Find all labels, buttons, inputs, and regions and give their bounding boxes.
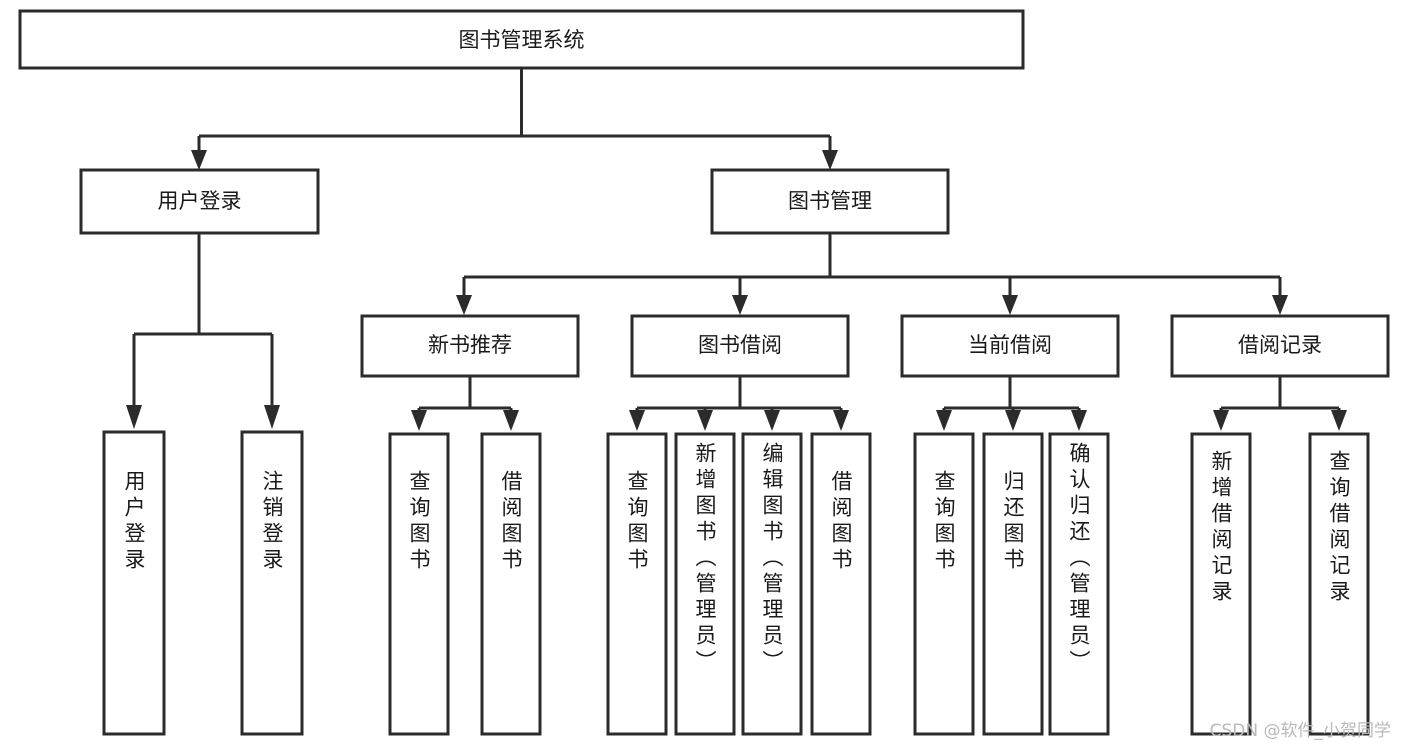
arrow-to-leaf-logout <box>264 405 280 429</box>
node-leaf-borrow-query-book[interactable]: 查询图书 <box>606 432 668 736</box>
node-leaf-add-borrow-record-box[interactable] <box>1190 432 1252 736</box>
node-user-login-box[interactable] <box>79 168 320 235</box>
node-borrow-record-box[interactable] <box>1170 314 1390 378</box>
node-current-borrow[interactable]: 当前借阅 <box>900 314 1120 378</box>
node-leaf-logout-label: 注销登录 <box>260 470 284 574</box>
node-book-borrow-label: 图书借阅 <box>698 333 782 357</box>
arrow-to-leaf-borrow-book <box>833 410 849 431</box>
node-root-box[interactable] <box>18 9 1025 70</box>
node-leaf-add-book-admin[interactable]: 新增图书（管理员） <box>674 432 736 736</box>
node-borrow-record-label: 借阅记录 <box>1238 333 1322 357</box>
node-leaf-edit-book-admin[interactable]: 编辑图书（管理员） <box>741 432 803 736</box>
arrow-to-book-manage <box>822 150 838 170</box>
node-new-book-recommend-box[interactable] <box>360 314 580 378</box>
node-book-manage[interactable]: 图书管理 <box>710 168 950 235</box>
arrow-to-leaf-edit-book <box>764 410 780 431</box>
node-leaf-logout-box[interactable] <box>240 430 304 736</box>
node-leaf-edit-book-admin-label: 编辑图书（管理员） <box>760 442 784 676</box>
node-leaf-add-book-admin-box[interactable] <box>674 432 736 736</box>
arrow-to-borrow-record <box>1272 295 1288 315</box>
node-leaf-query-borrow-record[interactable]: 查询借阅记录 <box>1308 432 1370 736</box>
node-leaf-current-query-book-label: 查询图书 <box>932 470 956 574</box>
node-leaf-return-book[interactable]: 归还图书 <box>982 432 1044 736</box>
arrow-to-leaf-newbook-borrow <box>503 410 519 431</box>
node-leaf-borrow-query-book-label: 查询图书 <box>625 470 649 574</box>
node-leaf-newbook-borrow-book-label: 借阅图书 <box>499 470 523 574</box>
node-leaf-newbook-borrow-book-box[interactable] <box>480 432 542 736</box>
node-leaf-borrow-book-label: 借阅图书 <box>829 470 853 574</box>
node-new-book-recommend[interactable]: 新书推荐 <box>360 314 580 378</box>
arrow-to-new-book-recommend <box>456 295 472 315</box>
node-leaf-user-login-box[interactable] <box>102 430 166 736</box>
node-new-book-recommend-label: 新书推荐 <box>428 333 512 357</box>
node-user-login[interactable]: 用户登录 <box>79 168 320 235</box>
node-leaf-add-borrow-record-label: 新增借阅记录 <box>1209 450 1233 606</box>
arrow-to-leaf-return-book <box>1005 410 1021 431</box>
arrow-to-leaf-query-record <box>1331 410 1347 431</box>
node-book-manage-label: 图书管理 <box>788 189 872 213</box>
node-leaf-user-login-label: 用户登录 <box>122 470 146 574</box>
node-leaf-newbook-borrow-book[interactable]: 借阅图书 <box>480 432 542 736</box>
node-leaf-confirm-return-admin[interactable]: 确认归还（管理员） <box>1048 432 1110 736</box>
arrow-to-current-borrow <box>1002 295 1018 315</box>
arrow-to-leaf-confirm-return <box>1071 410 1087 431</box>
node-book-borrow-box[interactable] <box>630 314 850 378</box>
node-book-manage-box[interactable] <box>710 168 950 235</box>
node-leaf-newbook-query-book-label: 查询图书 <box>407 470 431 574</box>
node-leaf-edit-book-admin-box[interactable] <box>741 432 803 736</box>
node-root[interactable]: 图书管理系统 <box>18 9 1025 70</box>
node-current-borrow-box[interactable] <box>900 314 1120 378</box>
arrow-to-leaf-add-book <box>697 410 713 431</box>
node-book-borrow[interactable]: 图书借阅 <box>630 314 850 378</box>
node-leaf-return-book-box[interactable] <box>982 432 1044 736</box>
arrow-to-leaf-user-login <box>126 405 142 429</box>
node-leaf-query-borrow-record-label: 查询借阅记录 <box>1327 450 1351 606</box>
arrow-to-book-borrow <box>732 295 748 315</box>
node-root-label: 图书管理系统 <box>459 28 585 52</box>
node-leaf-confirm-return-admin-box[interactable] <box>1048 432 1110 736</box>
node-leaf-logout[interactable]: 注销登录 <box>240 430 304 736</box>
node-leaf-borrow-book-box[interactable] <box>810 432 872 736</box>
node-leaf-borrow-query-book-box[interactable] <box>606 432 668 736</box>
node-leaf-current-query-book[interactable]: 查询图书 <box>913 432 975 736</box>
arrow-to-leaf-newbook-query <box>411 410 427 431</box>
arrow-to-leaf-current-query <box>936 410 952 431</box>
node-leaf-user-login[interactable]: 用户登录 <box>102 430 166 736</box>
node-leaf-newbook-query-book-box[interactable] <box>388 432 450 736</box>
node-leaf-add-book-admin-label: 新增图书（管理员） <box>693 442 717 676</box>
node-current-borrow-label: 当前借阅 <box>968 333 1052 357</box>
node-leaf-add-borrow-record[interactable]: 新增借阅记录 <box>1190 432 1252 736</box>
node-leaf-query-borrow-record-box[interactable] <box>1308 432 1370 736</box>
connector-layer <box>126 68 1347 431</box>
arrow-to-user-login <box>191 150 207 170</box>
node-leaf-borrow-book[interactable]: 借阅图书 <box>810 432 872 736</box>
node-user-login-label: 用户登录 <box>158 189 242 213</box>
node-leaf-newbook-query-book[interactable]: 查询图书 <box>388 432 450 736</box>
node-leaf-current-query-book-box[interactable] <box>913 432 975 736</box>
arrow-to-leaf-add-record <box>1213 410 1229 431</box>
node-borrow-record[interactable]: 借阅记录 <box>1170 314 1390 378</box>
node-leaf-return-book-label: 归还图书 <box>1001 470 1025 574</box>
node-leaf-confirm-return-admin-label: 确认归还（管理员） <box>1067 442 1091 676</box>
arrow-to-leaf-borrow-query <box>629 410 645 431</box>
